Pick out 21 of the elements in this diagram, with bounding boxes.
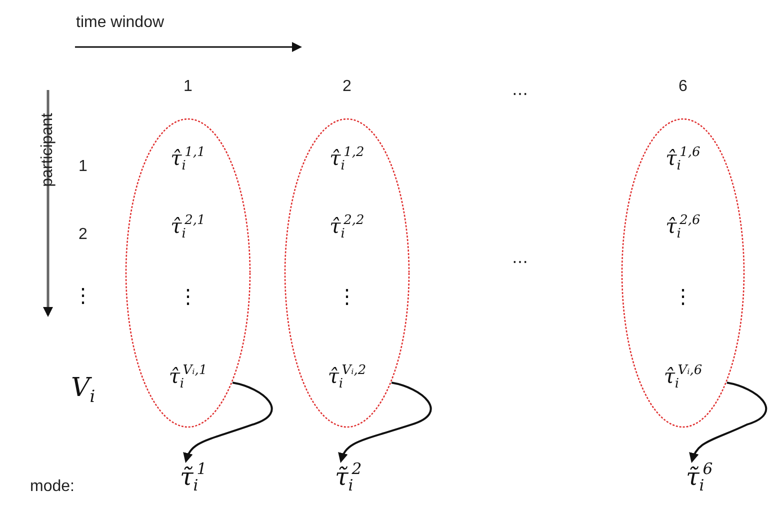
row-label: mode: xyxy=(30,478,74,496)
dashed-ellipse xyxy=(621,118,745,428)
curved-arrow xyxy=(184,382,273,463)
ellipsis: ⋯ xyxy=(512,85,528,104)
math-symbol: ⋮ xyxy=(177,286,199,306)
column-number: 2 xyxy=(342,78,352,96)
math-symbol: ⋮ xyxy=(672,286,694,306)
axis-label: time window xyxy=(76,14,164,32)
ellipsis: ⋮ xyxy=(73,285,93,305)
row-number: 2 xyxy=(78,226,88,244)
dashed-ellipse xyxy=(125,118,251,428)
ellipsis: ⋯ xyxy=(512,253,528,272)
curved-arrow xyxy=(690,382,768,463)
axis-label: participant xyxy=(38,113,57,187)
row-symbol: V$_{i}$ xyxy=(71,375,96,405)
curved-arrow xyxy=(338,382,432,463)
column-number: 6 xyxy=(678,78,688,96)
dashed-ellipse xyxy=(284,118,410,428)
math-symbol: ⋮ xyxy=(336,286,358,306)
column-number: 1 xyxy=(184,78,192,96)
row-number: 1 xyxy=(78,158,88,176)
